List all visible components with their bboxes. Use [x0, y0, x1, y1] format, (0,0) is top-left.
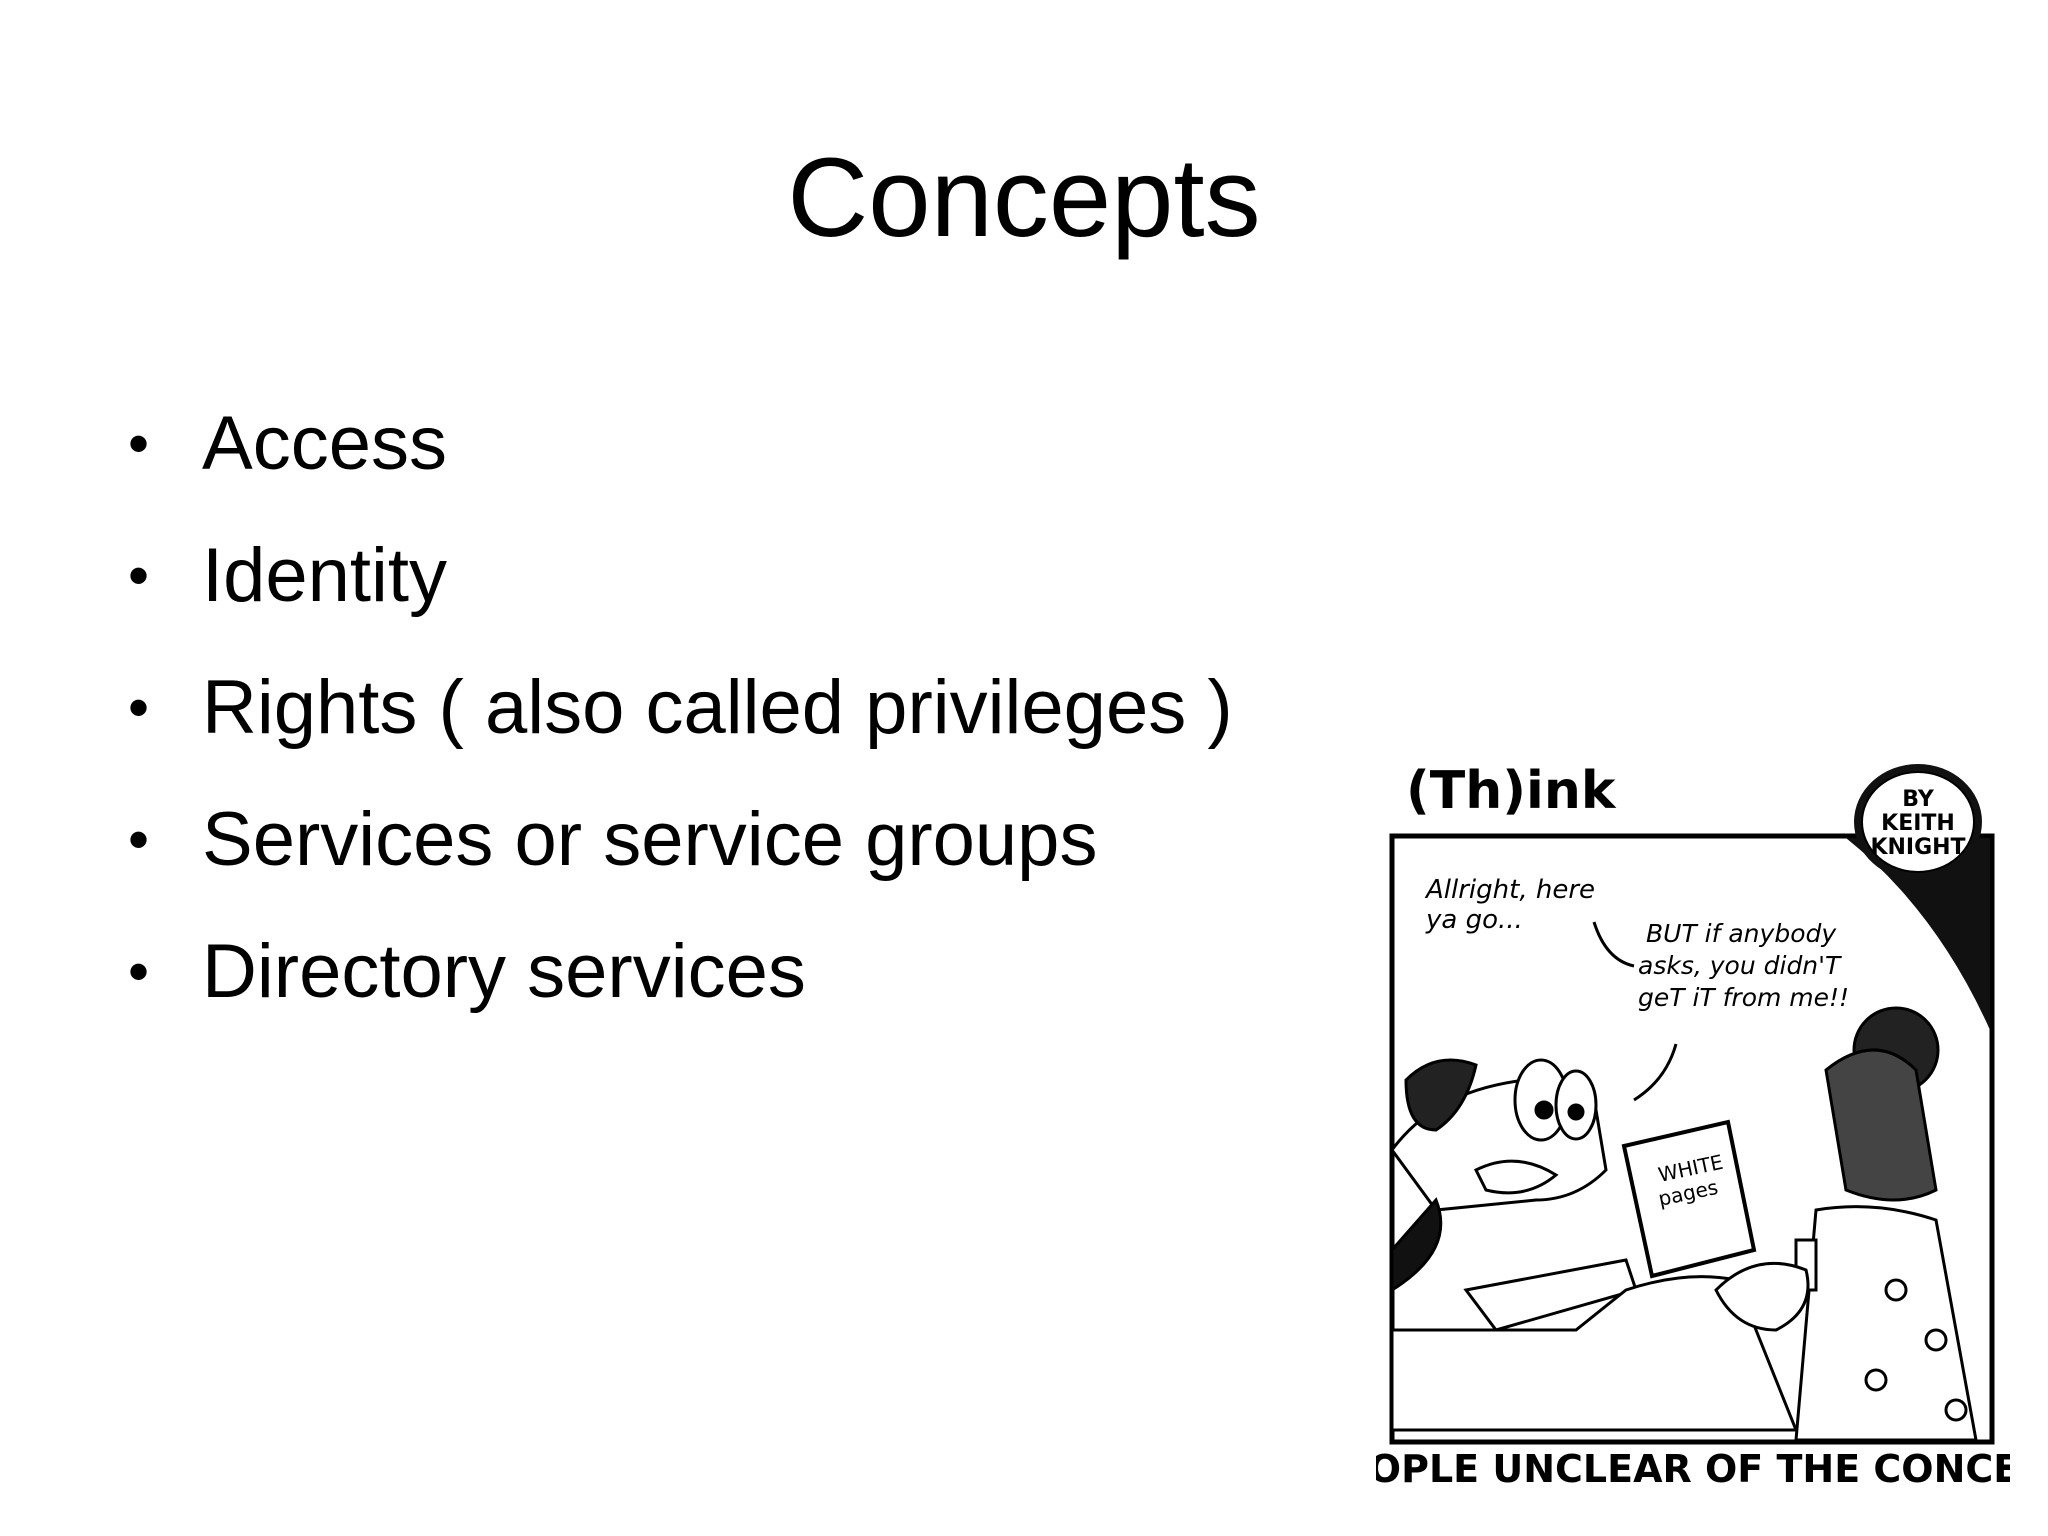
bullet-text: Services or service groups — [202, 797, 1098, 882]
bullet-item: • Directory services — [120, 906, 1233, 1038]
left-character — [1390, 1058, 1799, 1432]
speech-text-1: ya go... — [1425, 905, 1523, 935]
white-pages-book: WHITE pages — [1621, 1119, 1757, 1279]
bullet-icon: • — [128, 674, 150, 741]
speech-text-2: BUT if anybody — [1646, 919, 1837, 948]
bullet-item: • Identity — [120, 510, 1233, 642]
bullet-list: • Access • Identity • Rights ( also called … — [120, 378, 1233, 1038]
bullet-item: • Rights ( also called privileges ) — [120, 642, 1233, 774]
bullet-text: Rights ( also called privileges ) — [202, 665, 1233, 750]
byline-text: KNIGHT — [1870, 835, 1965, 860]
bullet-text: Directory services — [202, 929, 806, 1014]
bullet-icon: • — [128, 938, 150, 1005]
corner-shading — [1846, 838, 1990, 1030]
speech-text-2: geT iT from me!! — [1638, 983, 1849, 1012]
comic-panel-frame — [1389, 833, 1995, 1445]
comic-illustration: (Th)ink BY KEITH KNIGHT Allright, here y… — [1376, 730, 2010, 1502]
speech-text-1: Allright, here — [1424, 875, 1595, 905]
bullet-text: Identity — [202, 533, 448, 618]
bullet-item: • Services or service groups — [120, 774, 1233, 906]
comic-series-title: (Th)ink — [1406, 761, 1617, 821]
speech-text-2: asks, you didn'T — [1638, 951, 1842, 980]
bullet-icon: • — [128, 806, 150, 873]
slide-title: Concepts — [787, 135, 1261, 260]
comic-caption: PEOPLE UNCLEAR OF THE CONCEPT — [1376, 1447, 2010, 1491]
bullet-text: Access — [202, 401, 447, 486]
bullet-icon: • — [128, 410, 150, 477]
right-character — [1714, 1006, 1978, 1442]
comic-strip: (Th)ink BY KEITH KNIGHT Allright, here y… — [1376, 730, 2010, 1502]
byline-text: KEITH — [1881, 811, 1955, 836]
bullet-item: • Access — [120, 378, 1233, 510]
byline-text: BY — [1902, 787, 1935, 812]
bullet-icon: • — [128, 542, 150, 609]
